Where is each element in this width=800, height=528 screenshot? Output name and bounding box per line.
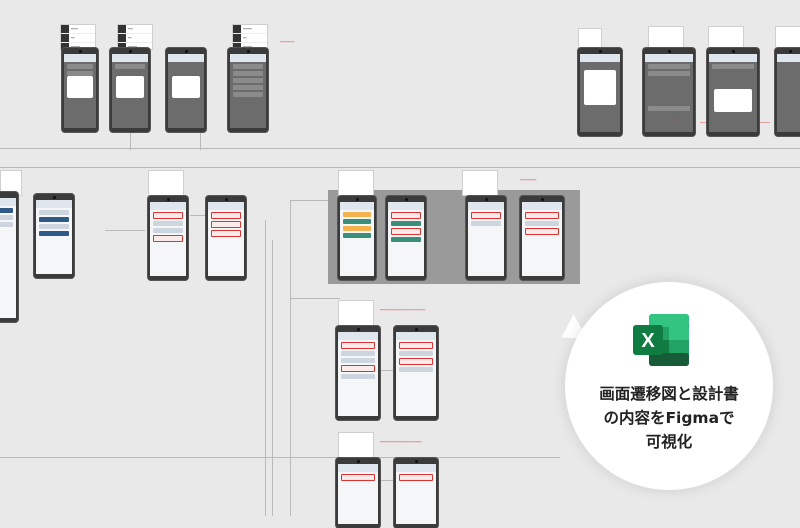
screen-thumbnail[interactable] <box>206 196 246 280</box>
screen-thumbnail[interactable] <box>643 48 695 136</box>
info-card <box>148 170 184 196</box>
connector-line <box>380 370 400 371</box>
connector-line <box>290 200 330 201</box>
headline-line-1: 画面遷移図と設計書 <box>599 385 739 403</box>
info-card <box>338 300 374 326</box>
info-card <box>338 432 374 458</box>
screen-thumbnail[interactable] <box>336 326 380 420</box>
annotation-note: ━━━━━━━━━━━━━━━━━━━━━━━━━ <box>380 308 426 312</box>
annotation-note: ━━━━━━━━━━━━━━━━━━━━━━━ <box>380 440 422 444</box>
screen-thumbnail[interactable] <box>578 48 622 136</box>
screen-thumbnail[interactable] <box>110 48 150 132</box>
headline-line-2: の内容をFigmaで <box>603 409 735 427</box>
screen-thumbnail[interactable] <box>338 196 376 280</box>
screen-thumbnail[interactable] <box>34 194 74 278</box>
screen-thumbnail[interactable] <box>707 48 759 136</box>
screen-thumbnail[interactable] <box>228 48 268 132</box>
headline-line-3: 可視化 <box>645 433 693 451</box>
connector-line <box>0 167 800 168</box>
connector-line <box>105 230 145 231</box>
excel-letter: X <box>641 330 655 352</box>
screen-thumbnail[interactable] <box>166 48 206 132</box>
screen-thumbnail[interactable] <box>336 458 380 528</box>
annotation-note: ━━━━━━━━━ <box>520 178 537 182</box>
connector-line <box>272 240 273 516</box>
info-card <box>462 170 498 196</box>
connector-line <box>290 298 340 299</box>
connector-line <box>290 200 291 516</box>
screen-thumbnail[interactable] <box>386 196 426 280</box>
connector-line <box>380 480 400 481</box>
info-card <box>338 170 374 196</box>
screen-thumbnail[interactable] <box>62 48 98 132</box>
screen-thumbnail[interactable] <box>394 458 438 528</box>
info-card: ━━━━━ ━━ ━━━━━ <box>232 24 268 51</box>
screen-thumbnail[interactable] <box>0 192 18 322</box>
screen-thumbnail[interactable] <box>775 48 800 136</box>
connector-line <box>0 457 560 458</box>
connector-line <box>265 220 266 516</box>
excel-icon: X <box>633 314 691 366</box>
callout-headline: 画面遷移図と設計書 の内容をFigmaで 可視化 <box>565 382 773 454</box>
connector-line <box>0 148 800 149</box>
info-card <box>775 26 800 52</box>
screen-thumbnail[interactable] <box>148 196 188 280</box>
info-card: ━━━ ━━ ━━━━━ <box>117 24 153 51</box>
info-card <box>708 26 744 52</box>
screen-thumbnail[interactable] <box>520 196 564 280</box>
annotation-note: ━━━━━━━━ <box>280 40 295 44</box>
annotation-note: ━━━━━━ <box>670 118 681 122</box>
connector-line <box>190 215 205 216</box>
screen-thumbnail[interactable] <box>394 326 438 420</box>
screen-thumbnail[interactable] <box>466 196 506 280</box>
info-card: ━━━━ ━━ ━━━━━ <box>60 24 96 51</box>
